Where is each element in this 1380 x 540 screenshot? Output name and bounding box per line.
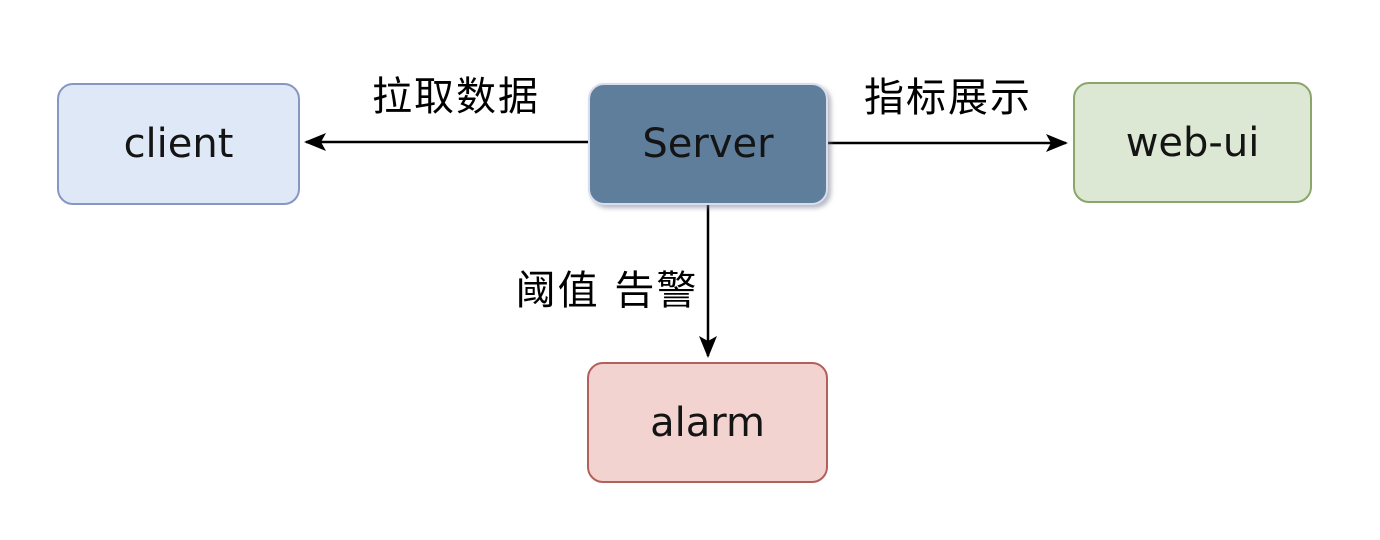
node-alarm: alarm: [587, 362, 828, 483]
node-alarm-label: alarm: [650, 399, 765, 446]
edge-label-threshold-alarm: 阈值 告警: [515, 268, 699, 314]
node-webui-label: web-ui: [1125, 119, 1260, 166]
node-server: Server: [588, 83, 828, 205]
node-client-label: client: [123, 121, 234, 167]
edge-label-metrics-display: 指标展示: [864, 75, 1032, 121]
edge-label-pull-data: 拉取数据: [372, 74, 540, 120]
node-webui: web-ui: [1073, 82, 1312, 203]
node-server-label: Server: [642, 121, 774, 167]
node-client: client: [57, 83, 300, 205]
